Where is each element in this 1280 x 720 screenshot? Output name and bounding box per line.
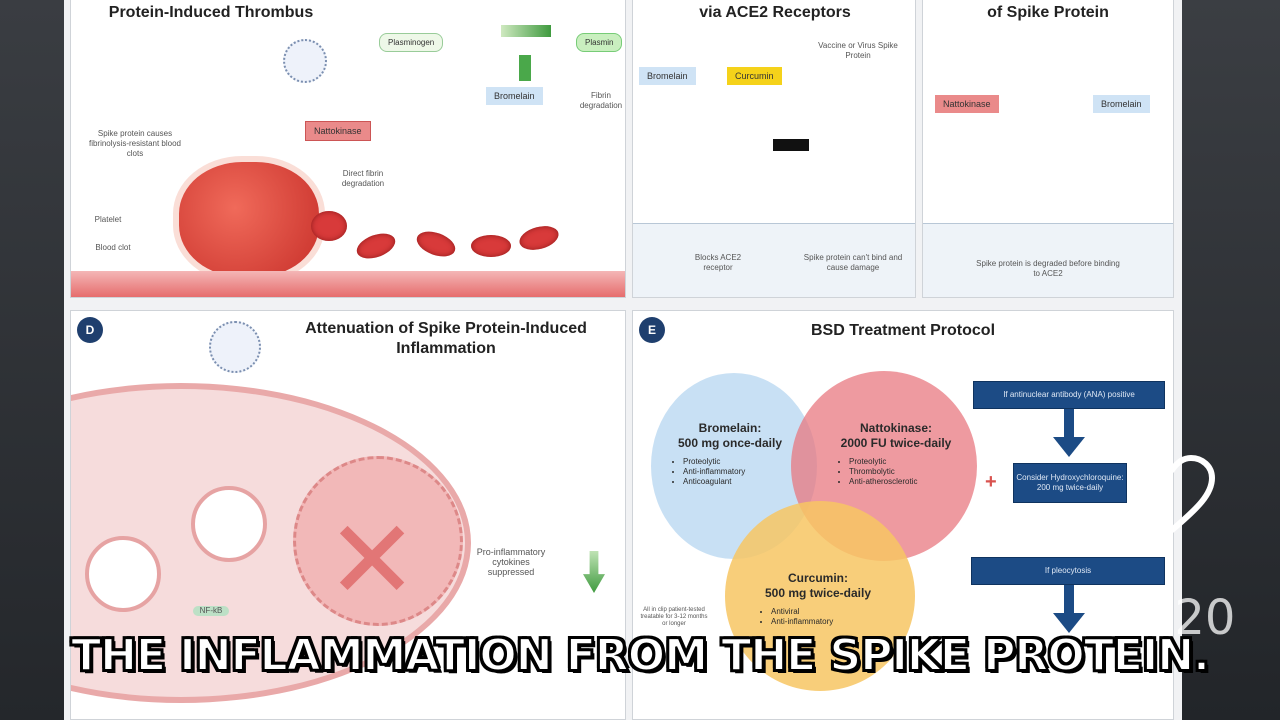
bromelain-label: Bromelain xyxy=(1093,95,1150,113)
panel-badge: D xyxy=(77,317,103,343)
ace2-area xyxy=(923,223,1173,297)
panel-badge: E xyxy=(639,317,665,343)
fibrin-degradation-label: Fibrin degradation xyxy=(579,91,623,110)
up-green-arrow xyxy=(519,55,531,81)
panel-title: of Spike Protein xyxy=(987,4,1109,21)
red-blood-cell xyxy=(311,211,347,241)
spike-note: Spike protein causes fibrinolysis-resist… xyxy=(88,129,182,158)
bromelain-label: Bromelain xyxy=(486,87,543,105)
plasmin-label: Plasmin xyxy=(576,33,623,52)
panel-title: Protein-Induced Thrombus xyxy=(108,4,314,21)
degraded-label: Spike protein is degraded before binding… xyxy=(976,259,1120,278)
bromelain-dose: 500 mg once-daily xyxy=(677,436,783,450)
effect: Anticoagulant xyxy=(683,477,805,487)
panel-title: Attenuation of Spike Protein-Induced Inf… xyxy=(305,320,587,357)
effect: Anti-atherosclerotic xyxy=(849,477,971,487)
black-arrow xyxy=(773,139,809,151)
bromelain-text: Bromelain: 500 mg once-daily Proteolytic… xyxy=(655,421,805,487)
spike-source-label: Vaccine or Virus Spike Protein xyxy=(818,41,898,60)
virus-icon xyxy=(209,321,261,373)
red-blood-cell xyxy=(413,226,459,262)
background-right xyxy=(1180,0,1280,720)
bromelain-name: Bromelain: xyxy=(698,421,762,435)
green-arrow xyxy=(501,25,551,37)
nattokinase-label: Nattokinase xyxy=(935,95,999,113)
effect: Proteolytic xyxy=(683,457,805,467)
ana-positive-box: If antinuclear antibody (ANA) positive xyxy=(973,381,1165,409)
down-arrow-icon xyxy=(1053,437,1085,457)
effect: Anti-inflammatory xyxy=(683,467,805,477)
infographic: Protein-Induced Thrombus Plasminogen Pla… xyxy=(64,0,1182,720)
vessel-wall xyxy=(71,271,625,297)
red-blood-cell xyxy=(353,228,399,264)
pleocytosis-box: If pleocytosis xyxy=(971,557,1165,585)
vesicle xyxy=(191,486,267,562)
like-count: 1,620 xyxy=(1098,590,1236,646)
nattokinase-label: Nattokinase xyxy=(305,121,371,141)
panel-thrombus: Protein-Induced Thrombus Plasminogen Pla… xyxy=(70,0,626,298)
nucleus-illustration xyxy=(293,456,463,626)
curcumin-dose: 500 mg twice-daily xyxy=(764,586,872,600)
curcumin-text: Curcumin: 500 mg twice-daily AntiviralAn… xyxy=(743,571,893,627)
blocks-label: Blocks ACE2 receptor xyxy=(694,253,742,272)
panel-inflammation: D Attenuation of Spike Protein-Induced I… xyxy=(70,310,626,720)
nfkb-label: NF-kB xyxy=(193,606,229,616)
vesicle xyxy=(85,536,161,612)
effect: Proteolytic xyxy=(849,457,971,467)
cytokines-label: Pro-inflammatory cytokines suppressed xyxy=(476,547,546,577)
bromelain-label: Bromelain xyxy=(639,67,696,85)
panel-ace2: via ACE2 Receptors Bromelain Curcumin Va… xyxy=(632,0,916,298)
platelet-label: Platelet xyxy=(94,215,122,224)
panel-degradation: of Spike Protein Nattokinase Bromelain S… xyxy=(922,0,1174,298)
virus-icon xyxy=(283,39,327,83)
fibrin-label: Direct fibrin degradation xyxy=(341,169,385,188)
hydroxychloroquine-box: Consider Hydroxychloroquine: 200 mg twic… xyxy=(1013,463,1127,503)
curcumin-label: Curcumin xyxy=(727,67,782,85)
plasminogen-label: Plasminogen xyxy=(379,33,444,52)
blood-clot-label: Blood clot xyxy=(95,243,131,252)
effect: Thrombolytic xyxy=(849,467,971,477)
background-left xyxy=(0,0,66,720)
down-arrow-icon xyxy=(1053,613,1085,633)
plus-sign: + xyxy=(985,471,997,493)
red-blood-cell xyxy=(516,222,562,254)
curcumin-name: Curcumin: xyxy=(788,571,848,585)
cant-bind-label: Spike protein can't bind and cause damag… xyxy=(803,253,903,272)
nattokinase-name: Nattokinase: xyxy=(859,421,933,435)
curcumin-circle xyxy=(725,501,915,691)
nattokinase-dose: 2000 FU twice-daily xyxy=(840,436,952,450)
panel-protocol: E BSD Treatment Protocol Bromelain: 500 … xyxy=(632,310,1174,720)
nattokinase-text: Nattokinase: 2000 FU twice-daily Proteol… xyxy=(821,421,971,487)
arrow-shaft xyxy=(1064,585,1074,615)
ace2-area xyxy=(633,223,915,297)
red-blood-cell xyxy=(471,235,511,257)
like-heart-icon[interactable] xyxy=(1126,452,1218,536)
blood-clot-illustration xyxy=(179,162,319,277)
effect: Antiviral xyxy=(771,607,893,617)
cross-mark-icon: ✕ xyxy=(326,499,419,622)
video-caption: THE INFLAMMATION FROM THE SPIKE PROTEIN. xyxy=(70,629,1211,682)
down-green-arrow xyxy=(583,551,605,593)
panel-title: via ACE2 Receptors xyxy=(699,4,851,21)
arrow-shaft xyxy=(1064,409,1074,437)
treatment-note: All in clip patient-tested treatable for… xyxy=(640,607,708,627)
panel-title: BSD Treatment Protocol xyxy=(810,322,996,339)
effect: Anti-inflammatory xyxy=(771,617,893,627)
